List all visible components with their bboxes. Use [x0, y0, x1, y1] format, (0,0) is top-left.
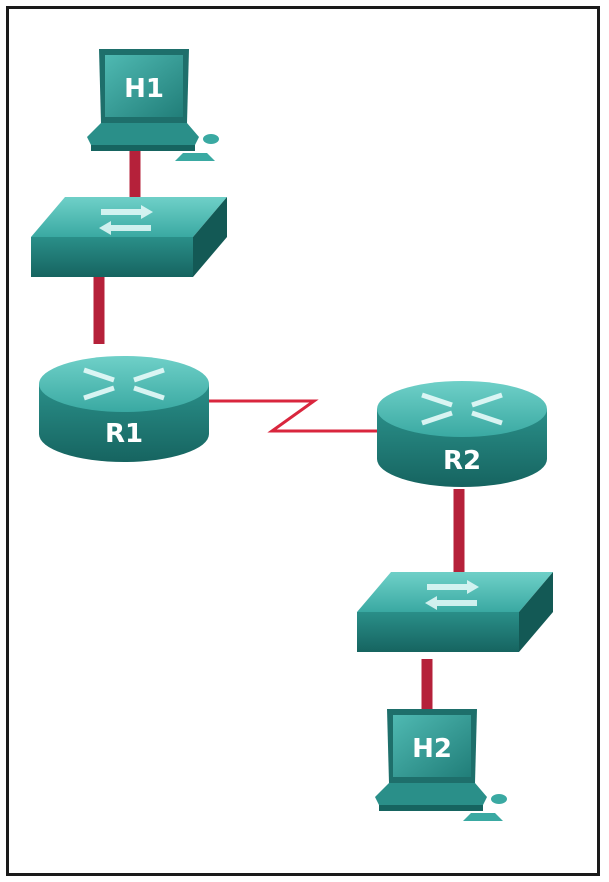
host-h1[interactable]: H1 [87, 49, 219, 161]
router-r2[interactable]: R2 [377, 381, 547, 487]
serial-link-r1-r2 [201, 399, 381, 433]
switch-1[interactable] [31, 197, 227, 277]
switch-2[interactable] [357, 572, 553, 652]
router-label: R2 [443, 446, 481, 476]
pc-icon [375, 709, 507, 821]
router-r1[interactable]: R1 [39, 356, 209, 462]
network-topology-diagram: H1 R1 [31, 49, 553, 821]
router-label: R1 [105, 419, 143, 449]
host-label: H1 [124, 74, 164, 104]
host-h2[interactable]: H2 [375, 709, 507, 821]
router-icon [39, 356, 209, 462]
diagram-frame: H1 R1 [6, 6, 600, 876]
switch-icon [357, 572, 553, 652]
pc-icon [87, 49, 219, 161]
router-icon [377, 381, 547, 487]
switch-icon [31, 197, 227, 277]
links [93, 149, 465, 709]
host-label: H2 [412, 734, 452, 764]
